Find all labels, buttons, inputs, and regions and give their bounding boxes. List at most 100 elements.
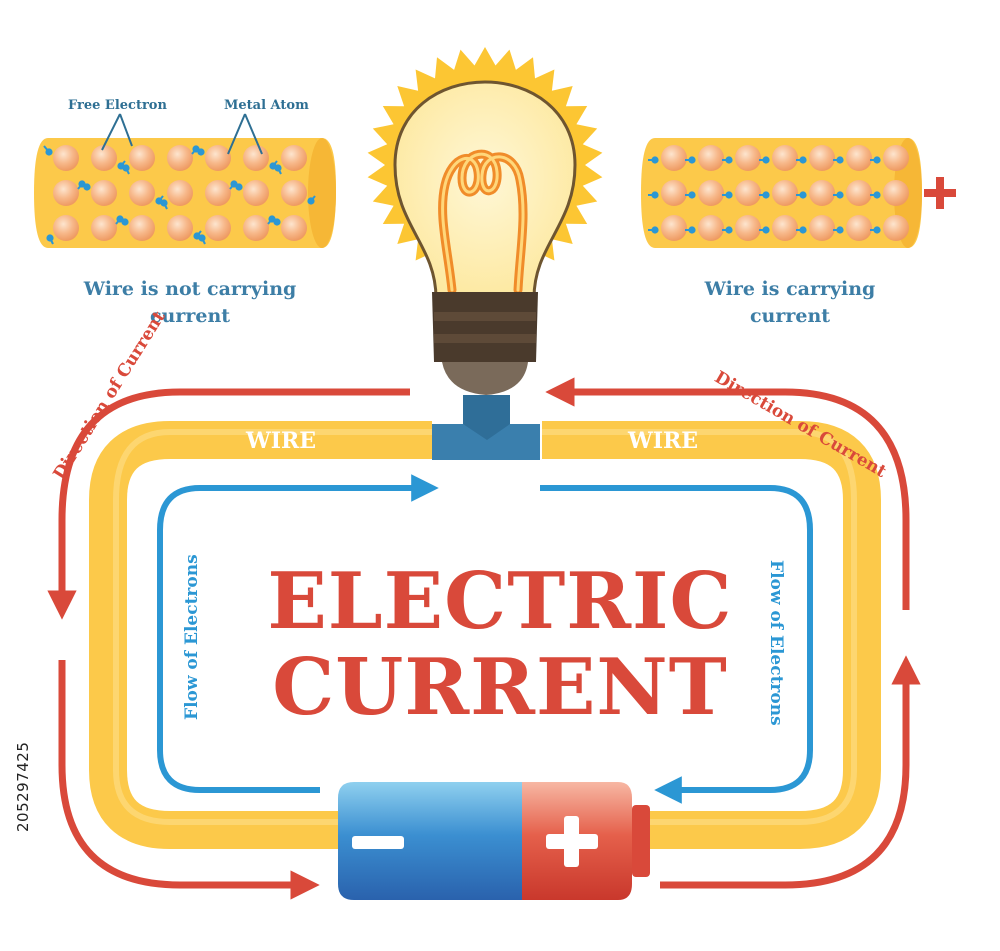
metal-atom xyxy=(91,215,117,241)
metal-atom xyxy=(205,145,231,171)
metal-atom-label: Metal Atom xyxy=(224,98,309,113)
active-wire-caption-line1: Wire is carrying xyxy=(704,278,876,300)
electron-arrow-right xyxy=(540,485,813,804)
metal-atom xyxy=(735,215,761,241)
free-electron xyxy=(235,183,243,191)
free-electron xyxy=(725,156,733,164)
idle-wire-caption: Wire is not carrying current xyxy=(60,276,320,330)
active-wire-caption: Wire is carrying current xyxy=(670,276,910,330)
metal-atom xyxy=(205,180,231,206)
metal-atom xyxy=(735,145,761,171)
wire-sample-idle xyxy=(34,113,336,248)
bulb-cap xyxy=(442,362,528,395)
metal-atom xyxy=(846,180,872,206)
free-electron xyxy=(762,226,770,234)
wire-right xyxy=(542,421,881,849)
metal-atom xyxy=(53,215,79,241)
free-electron xyxy=(46,234,54,242)
metal-atom xyxy=(91,145,117,171)
free-electron xyxy=(762,156,770,164)
free-electron xyxy=(273,218,281,226)
light-bulb xyxy=(367,47,603,395)
free-electron xyxy=(45,148,53,156)
free-electron xyxy=(122,164,130,172)
metal-atom xyxy=(243,145,269,171)
free-electron xyxy=(873,156,881,164)
metal-atom xyxy=(281,215,307,241)
battery-terminal xyxy=(632,805,650,877)
free-electron xyxy=(651,226,659,234)
free-electron xyxy=(651,156,659,164)
free-electron xyxy=(688,226,696,234)
battery-negative-half xyxy=(338,782,522,900)
current-arrow-top-left xyxy=(47,388,410,620)
metal-atoms-idle xyxy=(53,145,307,241)
free-electron xyxy=(873,191,881,199)
metal-atom xyxy=(698,145,724,171)
idle-wire-caption-line2: current xyxy=(149,305,231,327)
electron-flow-label-left: Flow of Electrons xyxy=(182,554,202,720)
metal-atom xyxy=(243,215,269,241)
free-electron xyxy=(83,183,91,191)
free-electron xyxy=(160,199,168,207)
idle-wire-caption-line1: Wire is not carrying xyxy=(83,278,297,300)
current-arrow-bottom-left xyxy=(58,660,320,900)
wire-label-right: WIRE xyxy=(628,428,699,454)
metal-atom xyxy=(883,215,909,241)
metal-atom xyxy=(883,145,909,171)
metal-atom xyxy=(772,215,798,241)
battery xyxy=(338,782,650,900)
metal-atom xyxy=(129,145,155,171)
metal-atom xyxy=(809,145,835,171)
battery-plus-icon xyxy=(546,816,598,867)
stock-id-watermark: 205297425 xyxy=(14,741,32,832)
metal-atom xyxy=(772,180,798,206)
metal-atom xyxy=(53,145,79,171)
free-electrons-active xyxy=(648,156,881,234)
free-electron xyxy=(836,191,844,199)
free-electron xyxy=(651,191,659,199)
electron-flow-label-right: Flow of Electrons xyxy=(766,560,786,726)
free-electron xyxy=(198,234,206,242)
metal-atom xyxy=(243,180,269,206)
free-electron xyxy=(197,148,205,156)
current-arrow-top-right xyxy=(545,377,910,610)
metal-atom xyxy=(698,180,724,206)
free-electron xyxy=(799,226,807,234)
electron-arrow-left xyxy=(157,474,439,793)
free-electron xyxy=(762,191,770,199)
free-electron xyxy=(799,156,807,164)
metal-atom xyxy=(846,145,872,171)
wire-sample-active xyxy=(641,138,956,248)
plus-sign-icon xyxy=(924,177,956,209)
free-electron xyxy=(799,191,807,199)
metal-atom xyxy=(661,215,687,241)
metal-atom xyxy=(129,180,155,206)
metal-atom xyxy=(91,180,117,206)
free-electron xyxy=(873,226,881,234)
metal-atom xyxy=(661,145,687,171)
metal-atom xyxy=(735,180,761,206)
metal-atom xyxy=(281,145,307,171)
metal-atom xyxy=(661,180,687,206)
free-electron xyxy=(836,156,844,164)
bulb-base xyxy=(432,292,538,362)
metal-atoms-active xyxy=(661,145,909,241)
metal-atom xyxy=(883,180,909,206)
title-line-2: CURRENT xyxy=(272,642,728,733)
free-electron xyxy=(688,156,696,164)
metal-atom xyxy=(772,145,798,171)
active-wire-caption-line2: current xyxy=(749,305,831,327)
metal-atom xyxy=(167,215,193,241)
free-electron xyxy=(274,164,282,172)
wire-label-left: WIRE xyxy=(246,428,317,454)
metal-atom xyxy=(129,215,155,241)
current-arrow-bottom-right xyxy=(660,655,921,889)
metal-atom xyxy=(205,215,231,241)
free-electron xyxy=(836,226,844,234)
metal-atom xyxy=(698,215,724,241)
metal-atom xyxy=(809,215,835,241)
wire-left xyxy=(89,421,432,849)
